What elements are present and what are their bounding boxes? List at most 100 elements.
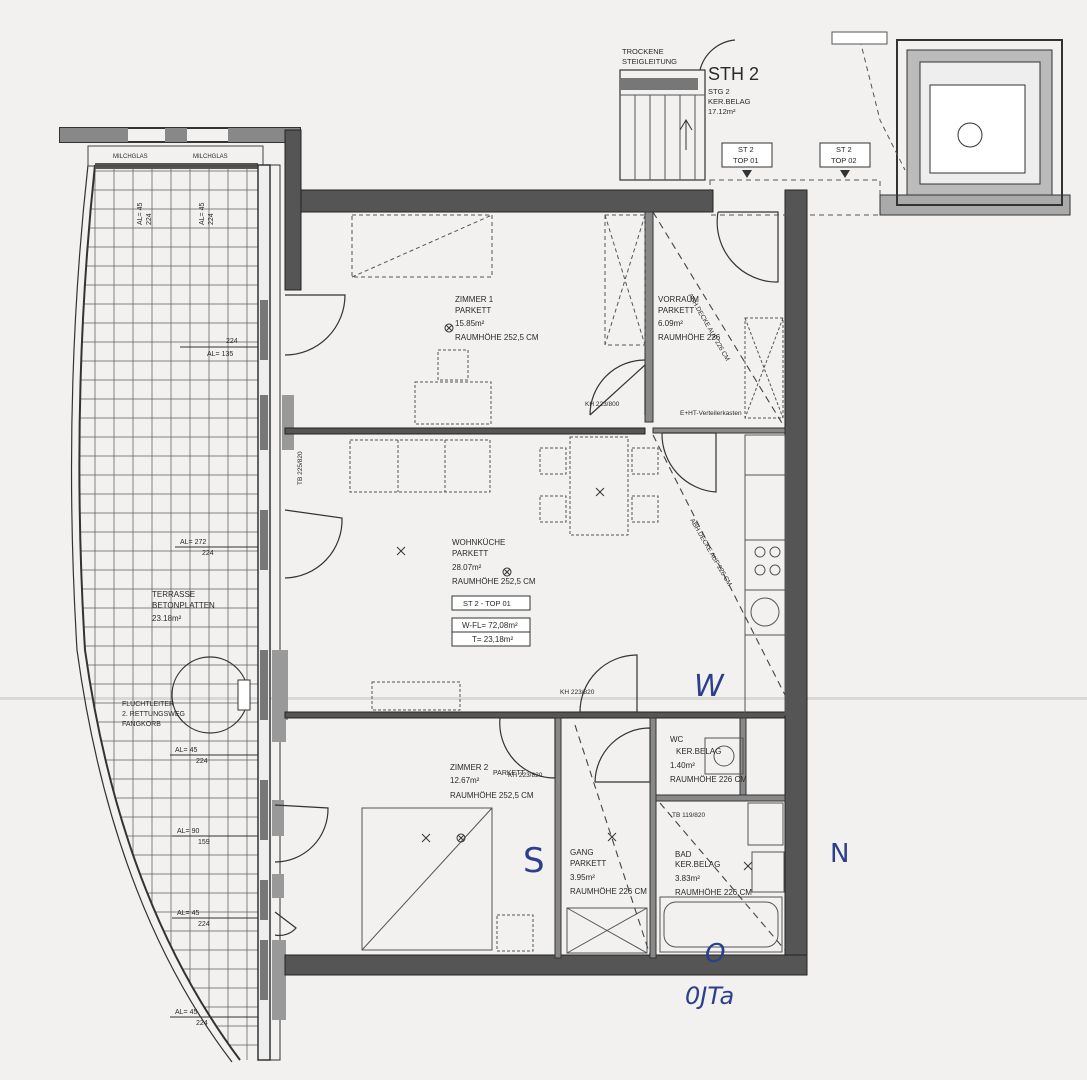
kh-label-3: KH 223/820 xyxy=(508,772,543,779)
paper-fold xyxy=(0,697,1087,700)
svg-text:TOP 01: TOP 01 xyxy=(733,156,759,165)
hallway-diagonals xyxy=(574,211,786,956)
svg-text:T= 23,18m²: T= 23,18m² xyxy=(472,635,513,644)
handwritten-annotation-4: O xyxy=(705,939,725,969)
svg-text:AL= 45: AL= 45 xyxy=(175,1009,197,1016)
svg-text:224: 224 xyxy=(226,338,238,345)
svg-text:AL= 135: AL= 135 xyxy=(207,351,233,358)
svg-text:RAUMHÖHE 252,5 CM: RAUMHÖHE 252,5 CM xyxy=(455,333,539,342)
svg-text:AL= 45: AL= 45 xyxy=(199,203,206,225)
svg-text:KER.BELAG: KER.BELAG xyxy=(675,860,720,869)
svg-text:RAUMHÖHE 226 CM: RAUMHÖHE 226 CM xyxy=(670,775,747,784)
svg-text:3.83m²: 3.83m² xyxy=(675,874,700,883)
top-01-marker: ST 2 TOP 01 xyxy=(721,142,773,178)
tb-label-1: TB 225/820 xyxy=(297,451,304,485)
light-markers xyxy=(396,323,753,871)
svg-text:BETONPLATTEN: BETONPLATTEN xyxy=(152,601,215,610)
svg-text:ST 2: ST 2 xyxy=(836,145,852,154)
svg-text:AL= 45: AL= 45 xyxy=(137,203,144,225)
svg-text:PARKETT: PARKETT xyxy=(452,549,488,558)
svg-text:12.67m²: 12.67m² xyxy=(450,776,480,785)
handwritten-annotation-3: N xyxy=(830,839,849,869)
svg-text:FLUCHTLEITER: FLUCHTLEITER xyxy=(122,701,174,708)
svg-text:224: 224 xyxy=(202,550,214,557)
dim-label: AL= 45 224 xyxy=(137,203,153,225)
svg-text:ZIMMER 1: ZIMMER 1 xyxy=(455,295,494,304)
milchglas-label-2: MILCHGLAS xyxy=(193,154,228,160)
kh-label-2: KH 223/820 xyxy=(560,689,595,696)
room-gang: GANG PARKETT 3.95m² RAUMHÖHE 226 CM xyxy=(570,848,647,896)
svg-text:2. RETTUNGSWEG: 2. RETTUNGSWEG xyxy=(122,711,185,718)
stair-area: 17.12m² xyxy=(708,107,736,116)
top-02-marker: ST 2 TOP 02 xyxy=(819,142,871,178)
svg-text:3.95m²: 3.95m² xyxy=(570,873,595,882)
handwritten-annotation-1: W xyxy=(694,669,725,704)
svg-text:224: 224 xyxy=(198,921,210,928)
svg-text:KER.BELAG: KER.BELAG xyxy=(676,747,721,756)
svg-text:ST 2: ST 2 xyxy=(738,145,754,154)
stair-label-2: STEIGLEITUNG xyxy=(622,57,677,66)
room-bad: BAD KER.BELAG 3.83m² RAUMHÖHE 226 CM xyxy=(675,850,752,897)
handwritten-annotation-2: S xyxy=(523,841,545,881)
stair-sub1: STG 2 xyxy=(708,87,730,96)
svg-text:FANGKORB: FANGKORB xyxy=(122,721,161,728)
svg-text:224: 224 xyxy=(196,758,208,765)
svg-text:VORRAUM: VORRAUM xyxy=(658,295,699,304)
svg-text:BAD: BAD xyxy=(675,850,692,859)
svg-text:224: 224 xyxy=(196,1020,208,1027)
svg-text:PARKETT: PARKETT xyxy=(658,306,694,315)
kh-label-1: KH 223/800 xyxy=(585,401,620,408)
ehv-label: E+HT-Verteilerkasten xyxy=(680,410,742,417)
svg-text:RAUMHÖHE 226 CM: RAUMHÖHE 226 CM xyxy=(570,887,647,896)
room-wc: WC KER.BELAG 1.40m² RAUMHÖHE 226 CM xyxy=(670,735,747,784)
tb-label-2: TB 119/820 xyxy=(672,812,706,819)
svg-text:6.09m²: 6.09m² xyxy=(658,319,683,328)
svg-text:AL= 45: AL= 45 xyxy=(177,910,199,917)
svg-text:WC: WC xyxy=(670,735,684,744)
svg-text:PARKETT: PARKETT xyxy=(570,859,606,868)
stairwell xyxy=(619,31,1071,216)
escape-ladder xyxy=(171,656,251,734)
stair-label-1: TROCKENE xyxy=(622,47,664,56)
svg-text:GANG: GANG xyxy=(570,848,594,857)
room-vorraum: VORRAUM PARKETT 6.09m² RAUMHÖHE 226 xyxy=(658,295,721,342)
svg-text:W-FL= 72,08m²: W-FL= 72,08m² xyxy=(462,621,518,630)
stair-title: STH 2 xyxy=(708,64,759,84)
exterior-walls xyxy=(284,129,808,976)
svg-text:23.18m²: 23.18m² xyxy=(152,614,182,623)
room-zimmer2: ZIMMER 2 12.67m² RAUMHÖHE 252,5 CM xyxy=(450,763,534,800)
unit-summary: ST 2 - TOP 01 W-FL= 72,08m² T= 23,18m² xyxy=(451,595,531,647)
doors xyxy=(274,39,779,937)
dim-label: AL= 45 224 xyxy=(199,203,215,225)
svg-text:159: 159 xyxy=(198,839,210,846)
svg-text:RAUMHÖHE 226 CM: RAUMHÖHE 226 CM xyxy=(675,888,752,897)
room-wohnkueche: WOHNKÜCHE PARKETT 28.07m² RAUMHÖHE 252,5… xyxy=(452,538,536,586)
dim-label: AL= 45 224 xyxy=(172,910,258,928)
svg-text:ST 2 - TOP 01: ST 2 - TOP 01 xyxy=(463,599,511,608)
svg-text:AL= 45: AL= 45 xyxy=(175,747,197,754)
furniture xyxy=(349,214,786,954)
room-zimmer1: ZIMMER 1 PARKETT 15.85m² RAUMHÖHE 252,5 … xyxy=(455,295,539,342)
dim-label: AL= 45 224 xyxy=(170,747,258,765)
svg-text:1.40m²: 1.40m² xyxy=(670,761,695,770)
svg-text:28.07m²: 28.07m² xyxy=(452,563,482,572)
milchglas-label-1: MILCHGLAS xyxy=(113,154,148,160)
svg-text:AL= 90: AL= 90 xyxy=(177,828,199,835)
svg-text:TERRASSE: TERRASSE xyxy=(152,590,195,599)
escape-ladder-label: FLUCHTLEITER 2. RETTUNGSWEG FANGKORB xyxy=(122,701,185,728)
dim-label: AL= 272 224 xyxy=(175,539,258,557)
svg-text:RAUMHÖHE 226: RAUMHÖHE 226 xyxy=(658,333,721,342)
svg-text:224: 224 xyxy=(208,213,215,225)
svg-text:RAUMHÖHE 252,5 CM: RAUMHÖHE 252,5 CM xyxy=(450,791,534,800)
dim-label: 224 AL= 135 xyxy=(180,338,258,358)
dim-label: AL= 45 224 xyxy=(170,1009,258,1027)
west-facade xyxy=(257,164,294,1061)
svg-text:15.85m²: 15.85m² xyxy=(455,319,485,328)
stair-sub2: KER.BELAG xyxy=(708,97,751,106)
svg-text:PARKETT: PARKETT xyxy=(455,306,491,315)
svg-text:AL= 272: AL= 272 xyxy=(180,539,206,546)
handwritten-annotation-5: 0JTa xyxy=(685,982,734,1010)
svg-text:WOHNKÜCHE: WOHNKÜCHE xyxy=(452,538,505,547)
svg-text:ZIMMER 2: ZIMMER 2 xyxy=(450,763,489,772)
